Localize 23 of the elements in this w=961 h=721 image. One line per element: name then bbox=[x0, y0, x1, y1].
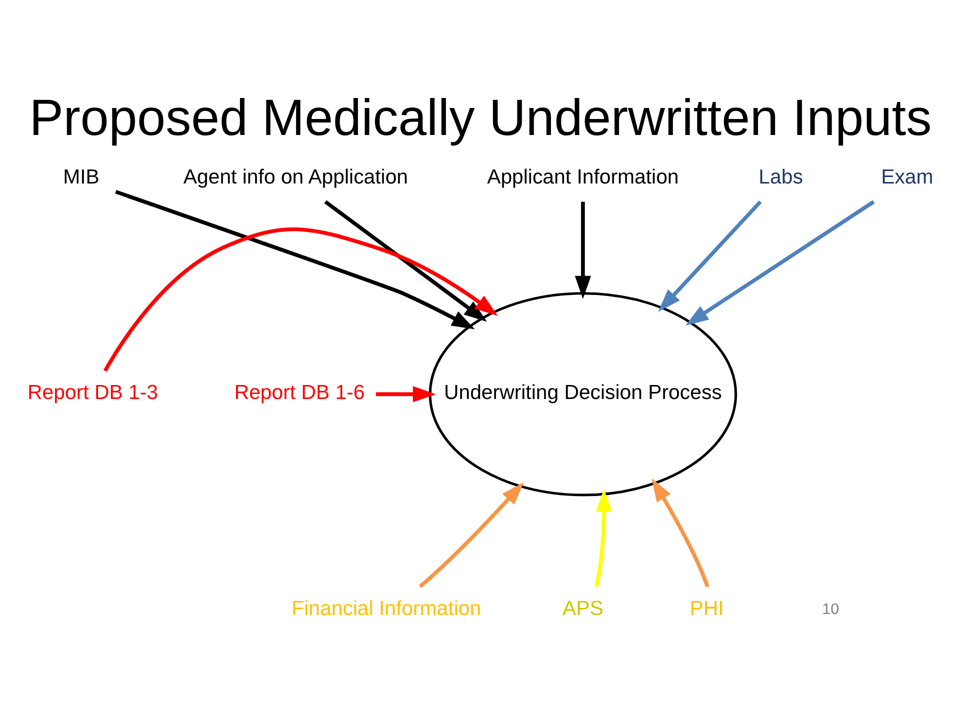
arrow bbox=[658, 200, 762, 312]
node-ellipse: Underwriting Decision Process bbox=[428, 292, 738, 496]
node-text: Financial Information bbox=[292, 597, 482, 620]
node-text: Labs bbox=[758, 166, 803, 188]
node-text: Agent info on Application bbox=[183, 166, 408, 188]
arrow bbox=[103, 226, 498, 372]
arrow bbox=[686, 200, 875, 325]
arrow bbox=[324, 200, 487, 322]
arrow bbox=[652, 478, 710, 587]
node-text: Exam bbox=[881, 166, 934, 188]
arrow bbox=[418, 482, 524, 588]
arrow bbox=[115, 189, 475, 329]
arrow bbox=[574, 201, 591, 298]
arrow bbox=[376, 386, 436, 402]
arrow bbox=[594, 488, 612, 587]
node-text: PHI bbox=[690, 597, 724, 620]
node-text: Report DB 1-6 bbox=[234, 382, 365, 404]
diagram-title: Proposed Medically Underwritten Inputs bbox=[29, 88, 932, 146]
node-text: APS bbox=[562, 597, 604, 620]
label: 10 bbox=[822, 600, 840, 618]
node-text: Report DB 1-3 bbox=[28, 382, 158, 404]
node-text: MIB bbox=[63, 166, 100, 188]
node-text: Applicant Information bbox=[487, 166, 679, 188]
